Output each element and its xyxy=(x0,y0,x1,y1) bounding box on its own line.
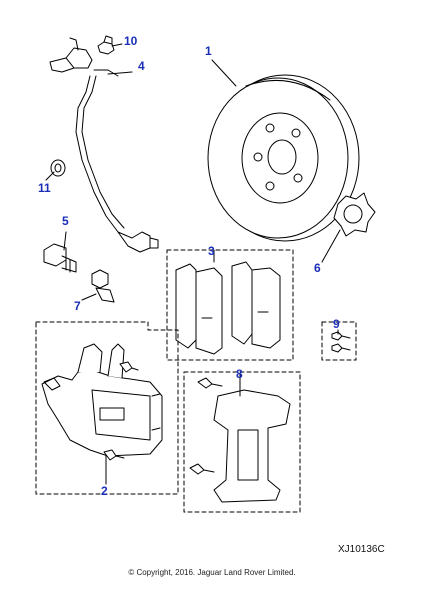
caliper-group-box xyxy=(35,321,179,495)
leader-lines xyxy=(45,43,341,485)
brake-caliper xyxy=(41,343,163,461)
callout-1: 1 xyxy=(205,44,212,58)
brake-pads xyxy=(175,261,281,355)
brake-disc xyxy=(207,74,360,242)
callout-8: 8 xyxy=(236,367,243,381)
callout-9: 9 xyxy=(333,317,340,331)
callout-11: 11 xyxy=(38,181,51,195)
washer-11 xyxy=(50,159,66,177)
callout-6: 6 xyxy=(314,261,321,275)
callout-4: 4 xyxy=(138,59,145,73)
bolts-9-group-box xyxy=(321,321,357,361)
retaining-clip xyxy=(333,192,376,237)
bleed-screw-7 xyxy=(91,269,115,303)
brake-hose xyxy=(49,37,159,253)
pads-group-box xyxy=(166,249,294,361)
callout-2: 2 xyxy=(101,484,108,498)
copyright-notice: © Copyright, 2016. Jaguar Land Rover Lim… xyxy=(128,568,296,577)
callout-5: 5 xyxy=(62,214,69,228)
bolt-5 xyxy=(43,243,77,273)
bolt-10 xyxy=(97,35,115,55)
callout-7: 7 xyxy=(74,299,81,313)
callout-3: 3 xyxy=(208,244,215,258)
carrier-group-box xyxy=(183,371,301,513)
callout-10: 10 xyxy=(124,34,138,48)
drawing-code: XJ10136C xyxy=(338,544,385,555)
caliper-carrier xyxy=(189,377,291,503)
